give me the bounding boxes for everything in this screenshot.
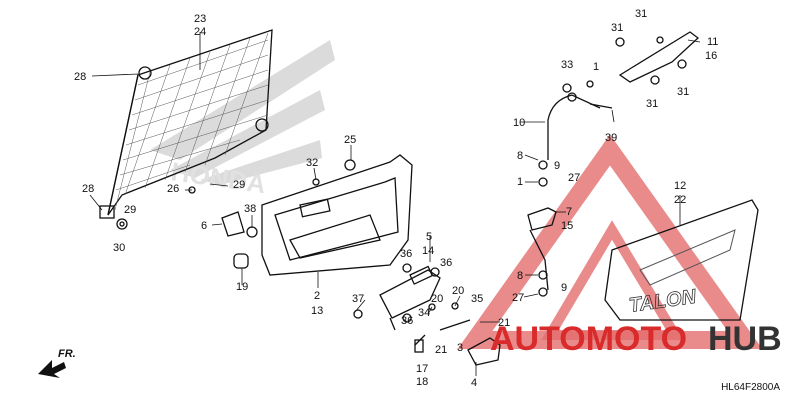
honda-wing-logo: HONDA: [150, 40, 335, 199]
watermark-automoto: AUTOMOTO: [490, 320, 687, 358]
watermark-text: AUTOMOTO HUB: [490, 320, 782, 358]
watermark-logo: [457, 134, 763, 349]
callout-36: 36: [400, 248, 412, 260]
bumper-19: [233, 253, 249, 269]
callout-labels: 23 24 28 28 29 26 29 30 6 38 19 32 25 2 …: [74, 8, 718, 389]
callout-14: 14: [422, 245, 434, 257]
callout-1: 1: [593, 61, 599, 73]
callout-9: 9: [554, 160, 560, 172]
callout-30: 30: [113, 242, 125, 254]
callout-7: 7: [566, 206, 572, 218]
inner-door-panel: [261, 154, 413, 276]
callout-11: 11: [707, 36, 718, 48]
callout-29: 29: [124, 204, 136, 216]
grommet-30: [116, 218, 128, 230]
callout-28: 28: [74, 71, 86, 83]
callout-16: 16: [705, 50, 717, 62]
callout-36: 36: [440, 257, 452, 269]
callout-28: 28: [82, 183, 94, 195]
striker-bracket: [414, 319, 501, 366]
callout-27: 27: [512, 292, 524, 304]
callout-31: 31: [677, 86, 689, 98]
callout-17: 17: [416, 363, 428, 375]
callout-12: 12: [674, 180, 686, 192]
callout-6: 6: [201, 220, 207, 232]
callout-2: 2: [314, 290, 320, 302]
callout-22: 22: [674, 194, 686, 206]
callout-10: 10: [513, 117, 525, 129]
callout-38: 38: [244, 203, 256, 215]
grommet-30-inner: [119, 221, 125, 227]
callout-25: 25: [344, 134, 356, 146]
callout-36: 36: [401, 315, 413, 327]
callout-1: 1: [517, 176, 523, 188]
callout-21: 21: [435, 344, 447, 356]
door-net-assembly: [99, 29, 273, 219]
callout-33: 33: [561, 59, 573, 71]
callout-35: 35: [471, 293, 483, 305]
callout-31: 31: [635, 8, 647, 20]
callout-8: 8: [517, 150, 523, 162]
callout-31: 31: [646, 98, 658, 110]
callout-37: 37: [352, 293, 364, 305]
leader-lines: [89, 32, 701, 376]
callout-29: 29: [233, 179, 245, 191]
bolts: [188, 80, 594, 323]
callout-9: 9: [561, 282, 567, 294]
latch-plate: [379, 265, 441, 331]
hinge-lower: [527, 160, 557, 297]
front-marker: FR.: [58, 348, 76, 360]
diagram-code: HL64F2800A: [721, 382, 780, 393]
callout-32: 32: [306, 157, 318, 169]
callout-19: 19: [236, 281, 248, 293]
callout-27: 27: [568, 172, 580, 184]
watermark-hub: HUB: [708, 320, 782, 358]
callout-39: 39: [605, 132, 617, 144]
svg-text:TALON: TALON: [628, 286, 698, 317]
callout-34: 34: [418, 307, 430, 319]
callout-24: 24: [194, 26, 206, 38]
callout-31: 31: [611, 22, 623, 34]
callout-4: 4: [471, 377, 477, 389]
callout-5: 5: [426, 231, 432, 243]
callout-3: 3: [457, 342, 463, 354]
hinge-rod: [547, 92, 613, 160]
front-arrow: [38, 360, 66, 378]
callout-20: 20: [431, 293, 443, 305]
callout-26: 26: [167, 183, 179, 195]
mirror-cover: [615, 31, 700, 85]
callout-15: 15: [561, 220, 573, 232]
callout-18: 18: [416, 376, 428, 388]
callout-8: 8: [517, 270, 523, 282]
callout-21: 21: [498, 317, 510, 329]
callout-23: 23: [194, 13, 206, 25]
callout-20: 20: [452, 285, 464, 297]
callout-13: 13: [311, 305, 323, 317]
